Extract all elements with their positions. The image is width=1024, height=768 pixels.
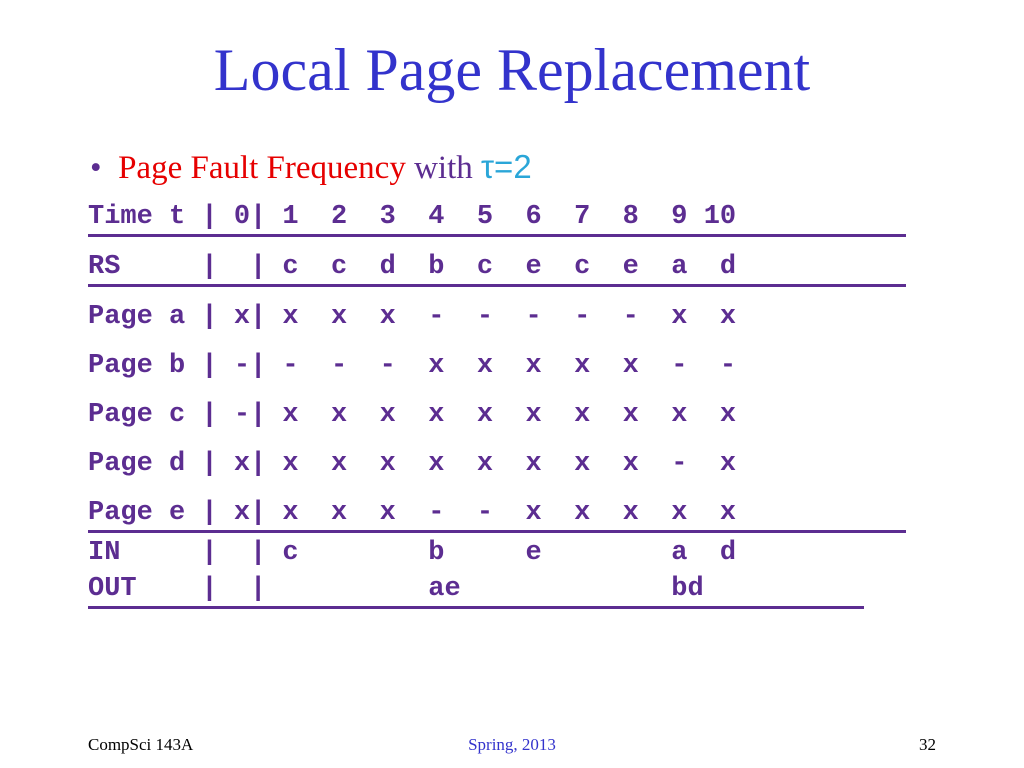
table-row-in: IN | | c b e a d <box>88 538 737 568</box>
bullet-marker: • <box>90 150 102 186</box>
table-row-page-a: Page a | x| x x x - - - - - x x <box>88 302 737 332</box>
table-row-page-d: Page d | x| x x x x x x x x - x <box>88 449 737 479</box>
bullet-item: • Page Fault Frequency with τ=2 <box>90 150 532 185</box>
bullet-connector: with <box>414 150 473 186</box>
bullet-param: τ=2 <box>481 148 532 185</box>
table-row-time: Time t | 0| 1 2 3 4 5 6 7 8 9 10 <box>88 202 737 232</box>
table-row-page-b: Page b | -| - - - x x x x x - - <box>88 351 737 381</box>
slide-title: Local Page Replacement <box>213 37 811 103</box>
footer-course: CompSci 143A <box>88 735 194 754</box>
table-row-page-e: Page e | x| x x x - - x x x x x <box>88 498 737 528</box>
row-divider <box>88 606 864 609</box>
bullet-term: Page Fault Frequency <box>118 150 406 186</box>
table-row-rs: RS | | c c d b c e c e a d <box>88 252 737 282</box>
page-number: 32 <box>919 735 936 754</box>
row-divider <box>88 284 906 287</box>
row-divider <box>88 234 906 237</box>
row-divider <box>88 530 906 533</box>
table-row-out: OUT | | ae bd <box>88 574 704 604</box>
footer-term: Spring, 2013 <box>468 735 556 754</box>
table-row-page-c: Page c | -| x x x x x x x x x x <box>88 400 737 430</box>
